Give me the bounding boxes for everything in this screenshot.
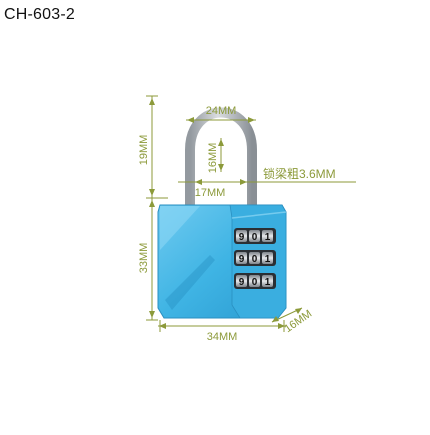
dial-digit: 1 (265, 254, 271, 265)
dial-row-1[interactable]: 9 0 1 (234, 228, 276, 244)
dial-digit: 0 (252, 232, 258, 243)
dial-row-3[interactable]: 9 0 1 (234, 273, 276, 289)
combination-dials: 9 0 1 9 0 1 9 0 1 (234, 228, 276, 289)
dial-digit: 9 (239, 254, 245, 265)
shackle-diameter-label: 锁梁粗3.6MM (263, 166, 336, 181)
dial-digit: 9 (239, 277, 245, 288)
shackle (185, 107, 257, 205)
dial-digit: 0 (252, 254, 258, 265)
shackle-inner-height-label: 16MM (207, 143, 219, 174)
dial-digit: 0 (252, 277, 258, 288)
shackle-gap-label: 17MM (195, 187, 226, 199)
dimension-lines (146, 95, 356, 332)
body-height-label: 33MM (138, 243, 150, 274)
dial-digit: 1 (265, 277, 271, 288)
shackle-height-label: 19MM (138, 135, 150, 166)
model-code-label: CH-603-2 (4, 6, 75, 23)
dial-digit: 1 (265, 232, 271, 243)
dial-digit: 9 (239, 232, 245, 243)
body-width-label: 34MM (207, 331, 238, 343)
shackle-width-label: 24MM (206, 105, 237, 117)
dial-row-2[interactable]: 9 0 1 (234, 250, 276, 266)
